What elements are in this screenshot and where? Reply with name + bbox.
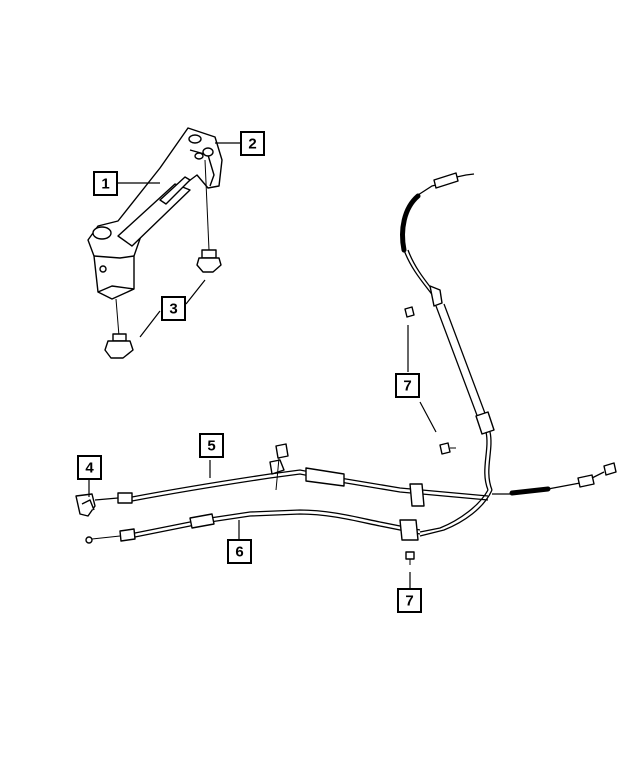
callout-4: 4 — [77, 455, 102, 480]
bracket-part — [87, 127, 223, 300]
bolt-small-lower — [405, 551, 415, 565]
bolt-upper — [196, 159, 222, 273]
bolt-lower — [104, 298, 134, 359]
callout-1: 1 — [93, 171, 118, 196]
clip-part — [75, 493, 96, 517]
front-cable — [400, 172, 617, 537]
callout-7-lower: 7 — [397, 588, 422, 613]
callout-2: 2 — [240, 131, 265, 156]
svg-text:6: 6 — [235, 544, 243, 561]
callout-6: 6 — [227, 539, 252, 564]
bolt-small-upper — [404, 306, 456, 455]
svg-text:5: 5 — [207, 438, 215, 455]
left-rear-cable — [94, 443, 489, 507]
svg-text:1: 1 — [101, 176, 109, 193]
svg-text:3: 3 — [169, 301, 177, 318]
svg-text:7: 7 — [405, 593, 413, 610]
callout-5: 5 — [199, 433, 224, 458]
callout-7-upper: 7 — [395, 373, 420, 398]
svg-text:4: 4 — [85, 460, 94, 477]
right-rear-cable — [85, 509, 421, 544]
callout-3: 3 — [161, 296, 186, 321]
leader-lines — [88, 142, 437, 588]
svg-text:2: 2 — [248, 136, 256, 153]
svg-text:7: 7 — [403, 378, 411, 395]
